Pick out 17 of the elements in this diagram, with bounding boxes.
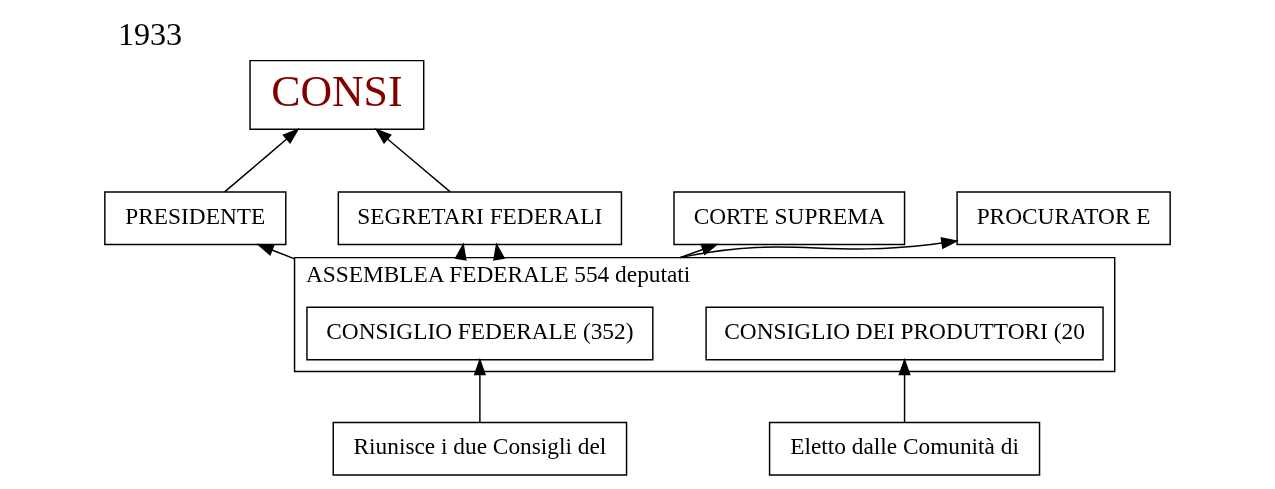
arrow <box>256 243 296 260</box>
arrow <box>679 237 959 259</box>
node-box: PRESIDENTE <box>104 191 287 246</box>
arrow <box>679 243 719 259</box>
arrow <box>223 128 300 193</box>
node-box: PROCURATOR E <box>956 191 1171 246</box>
node-box: CONSI <box>249 59 425 130</box>
diagram-title: 1933 <box>117 16 183 53</box>
node-box: CONSIGLIO FEDERALE (352) <box>306 306 654 361</box>
node-box: Riunisce i due Consigli del <box>332 421 628 476</box>
node-box: SEGRETARI FEDERALI <box>337 191 623 246</box>
arrow <box>374 128 451 193</box>
arrow <box>473 357 487 424</box>
arrow <box>898 357 911 424</box>
node-box: Eletto dalle Comunità di <box>768 421 1041 476</box>
node-box: CONSIGLIO DEI PRODUTTORI (20 <box>705 306 1104 361</box>
node-box: CORTE SUPREMA <box>673 191 906 246</box>
